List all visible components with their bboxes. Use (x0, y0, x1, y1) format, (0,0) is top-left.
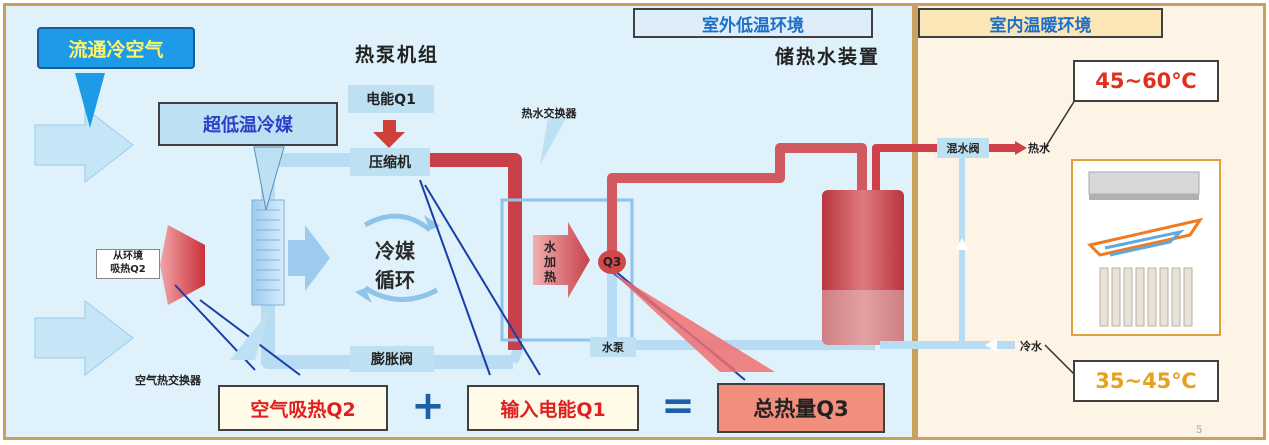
electric-arrow (373, 120, 405, 148)
water-exchanger-frame (500, 198, 634, 342)
fan-horn (160, 225, 205, 305)
radiator-icon (1099, 267, 1193, 327)
q3-marker: Q3 (598, 250, 626, 274)
cycle-arrows (355, 213, 440, 303)
water-heating-arrow (533, 222, 590, 298)
heat-pump-title: 热泵机组 (355, 44, 440, 66)
absorb-env-line2: 吸热Q2 (110, 264, 146, 275)
compressor-label: 压缩机 (350, 148, 430, 176)
cold-air-arrow-top (34, 106, 134, 184)
outdoor-zone-label: 室外低温环境 (633, 8, 873, 38)
cycle-label-1: 冷媒 (375, 238, 415, 263)
cold-air-label: 流通冷空气 (37, 27, 195, 69)
cold-air-arrow-bottom (34, 299, 134, 377)
label-pointers (75, 73, 566, 360)
hot-refrigerant-pipe (430, 153, 522, 350)
heat-flow-arrow (288, 225, 330, 291)
hot-temp-label: 45~60℃ (1073, 60, 1219, 102)
indoor-zone-label: 室内温暖环境 (918, 8, 1163, 38)
electric-q1-label: 电能Q1 (348, 85, 434, 113)
air-exchanger-label: 空气热交换器 (135, 374, 201, 387)
evaporator-coil (251, 199, 301, 306)
floor-heating-icon (1087, 217, 1204, 257)
equation-equals: = (661, 383, 695, 429)
cycle-label-2: 循环 (375, 267, 415, 292)
water-heating-label: 水 加 热 (540, 240, 560, 285)
equation-term-q2: 空气吸热Q2 (218, 385, 388, 431)
expansion-valve-label: 膨胀阀 (350, 346, 434, 372)
refrigerant-label: 超低温冷媒 (158, 102, 338, 146)
page-number: 5 (1196, 425, 1203, 436)
mixing-valve-label: 混水阀 (937, 138, 989, 158)
cold-temp-label: 35~45℃ (1073, 360, 1219, 402)
cold-water-pipe (880, 150, 1015, 352)
q3-callout-triangle (612, 272, 775, 372)
water-heating-char2: 加 (543, 255, 556, 269)
pump-label: 水泵 (590, 337, 636, 357)
hot-water-label: 热水 (1028, 142, 1050, 155)
absorb-env-label: 从环境 吸热Q2 (96, 249, 160, 279)
water-heating-char3: 热 (543, 270, 556, 284)
water-loop-hot (607, 143, 867, 260)
cold-water-label: 冷水 (1020, 340, 1042, 353)
storage-tank (822, 190, 904, 345)
water-exchanger-label: 热水交换器 (521, 107, 577, 120)
equation-term-q1: 输入电能Q1 (467, 385, 639, 431)
equation-plus: + (411, 383, 445, 429)
equation-result-q3: 总热量Q3 (717, 383, 885, 433)
water-heating-char1: 水 (543, 240, 556, 254)
water-storage-title: 储热水装置 (775, 46, 881, 68)
absorb-env-line1: 从环境 (113, 251, 143, 262)
